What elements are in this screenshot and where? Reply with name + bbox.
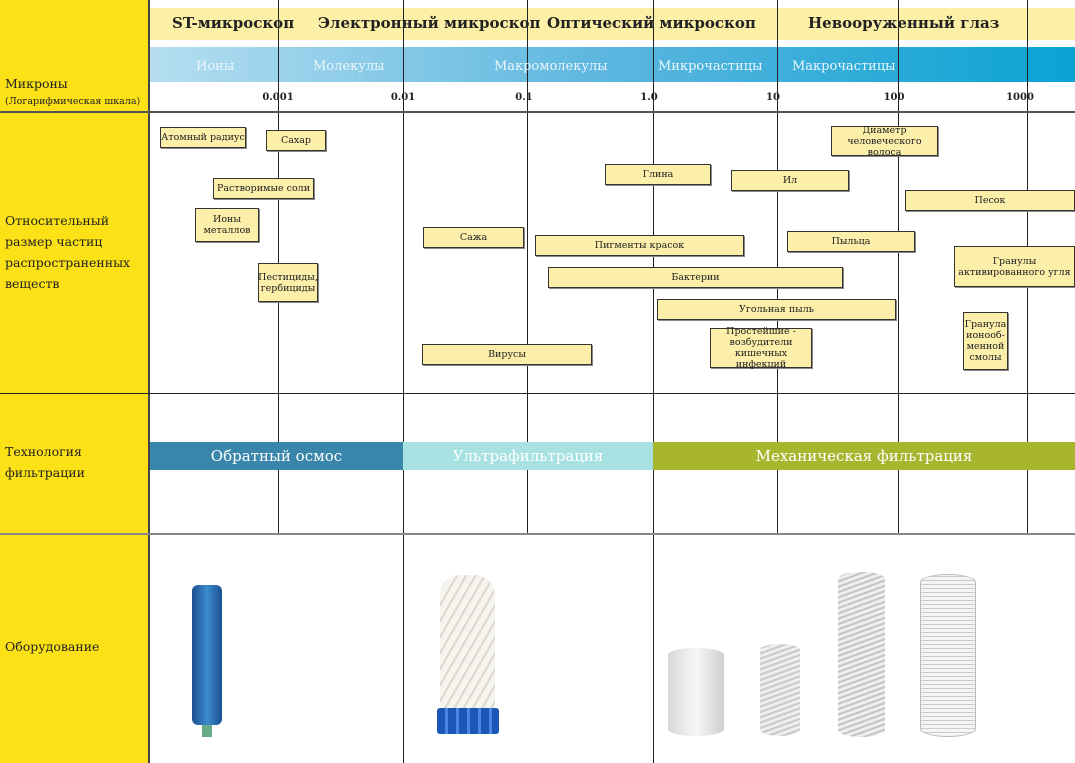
microns-label: Микроны (Логарифмическая шкала) <box>5 76 140 110</box>
scope-label: Электронный микроскоп <box>318 14 541 32</box>
particle-label: Макромолекулы <box>494 59 608 74</box>
tick-label: 1000 <box>1006 92 1034 103</box>
tick-label: 10 <box>766 92 780 103</box>
substance-box: Песок <box>905 190 1075 211</box>
substance-box: Угольная пыль <box>657 299 896 320</box>
tech-mechanical: Механическая фильтрация <box>653 442 1075 470</box>
particle-band <box>150 47 1075 82</box>
scope-label: Невооруженный глаз <box>808 14 1000 32</box>
tick-label: 1.0 <box>640 92 658 103</box>
grid-line <box>777 0 778 533</box>
substance-box: Сажа <box>423 227 524 248</box>
uf-cartridge-cap <box>437 708 499 734</box>
particle-label: Ионы <box>196 59 235 74</box>
tick-label: 0.01 <box>390 92 416 103</box>
substance-box: Диаметр человеческого волоса <box>831 125 938 158</box>
substance-box: Пигменты красок <box>535 235 744 256</box>
divider <box>0 111 1075 113</box>
substance-box: Ионы металлов <box>195 208 259 242</box>
string-wound-cartridge-small <box>760 644 800 736</box>
substance-box: Гранулы активированного угля <box>954 246 1075 287</box>
grid-line <box>898 0 899 533</box>
left-label-column <box>0 0 150 763</box>
pp-cartridge-image <box>668 648 724 736</box>
grid-line <box>527 0 528 533</box>
ro-membrane-end <box>202 725 212 737</box>
substance-box: Атомный радиус <box>160 127 246 148</box>
tech-ultrafiltration: Ультрафильтрация <box>403 442 653 470</box>
uf-cartridge-image <box>440 575 495 710</box>
grid-line <box>653 0 654 763</box>
substance-box: Гранула ионооб-менной смолы <box>963 312 1008 370</box>
substance-box: Бактерии <box>548 267 843 288</box>
scope-label: Оптический микроскоп <box>547 14 756 32</box>
mesh-cartridge-image <box>920 574 976 737</box>
divider <box>0 533 1075 535</box>
scope-label: ST-микроскоп <box>172 14 295 32</box>
tech-reverse-osmosis: Обратный осмос <box>150 442 403 470</box>
microns-subtitle: (Логарифмическая шкала) <box>5 96 141 107</box>
string-wound-cartridge-large <box>838 572 885 737</box>
substance-box: Пестициды, гербициды <box>258 263 318 302</box>
divider <box>0 393 1075 394</box>
particle-label: Микрочастицы <box>658 59 763 74</box>
ro-membrane-image <box>192 585 222 725</box>
substance-box: Сахар <box>266 130 326 151</box>
particle-label: Макрочастицы <box>792 59 896 74</box>
tick-label: 100 <box>883 92 905 103</box>
relative-size-label: Относительный размер частиц распростране… <box>5 213 131 291</box>
microns-title: Микроны <box>5 76 68 91</box>
substance-box: Вирусы <box>422 344 592 365</box>
tick-label: 0.001 <box>262 92 294 103</box>
tech-label: Технология фильтрации <box>5 444 85 480</box>
substance-box: Простейшие - возбудители кишечных инфекц… <box>710 326 812 370</box>
equipment-label: Оборудование <box>5 639 100 654</box>
substance-box: Пыльца <box>787 231 915 252</box>
particle-label: Молекулы <box>313 59 385 74</box>
tick-label: 0.1 <box>515 92 533 103</box>
microscope-band <box>150 8 1075 40</box>
substance-box: Растворимые соли <box>213 178 314 199</box>
grid-line <box>403 0 404 763</box>
substance-box: Глина <box>605 164 711 185</box>
substance-box: Ил <box>731 170 849 191</box>
